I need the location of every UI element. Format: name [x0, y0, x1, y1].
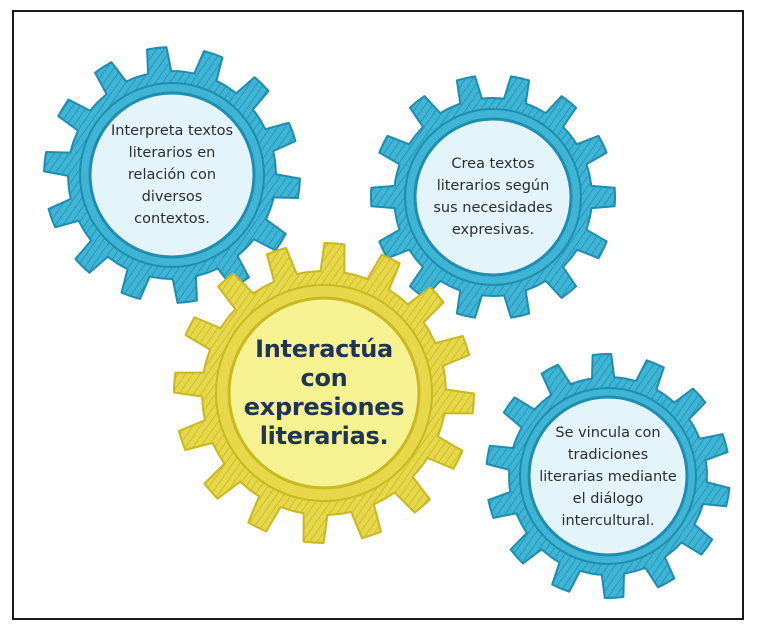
gear-crea-label: Crea textos literarios según sus necesid…: [433, 156, 553, 238]
gear-center-hub: [227, 296, 421, 490]
gear-interpreta-hub: [88, 91, 256, 259]
gear-vincula: [485, 353, 731, 599]
gear-interpreta: [43, 46, 301, 304]
gear-interpreta-label: Interpreta textos literarios en relación…: [110, 123, 234, 227]
gear-center: [173, 242, 475, 544]
gear-crea: [369, 75, 617, 319]
gear-vincula-label: Se vincula con tradiciones literarias me…: [539, 425, 677, 529]
gear-crea-hub: [413, 117, 573, 277]
gear-center-label: Interactúa con expresiones literarias.: [243, 335, 405, 450]
gear-vincula-hub: [527, 395, 689, 557]
